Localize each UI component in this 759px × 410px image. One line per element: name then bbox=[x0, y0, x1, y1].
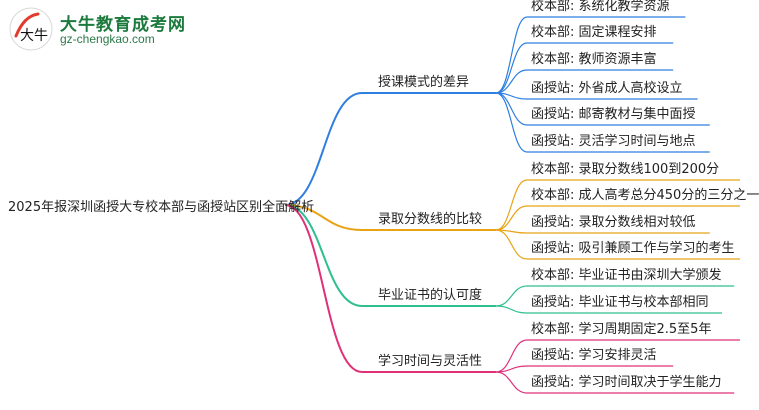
root-topic: 2025年报深圳函授大专校本部与函授站区别全面解析 bbox=[8, 200, 315, 215]
branch-connector bbox=[284, 204, 363, 307]
leaf-label: 校本部: 教师资源丰富 bbox=[531, 52, 657, 67]
leaf-label: 函授站: 毕业证书与校本部相同 bbox=[531, 295, 709, 310]
leaf-label: 函授站: 灵活学习时间与地点 bbox=[531, 134, 696, 149]
leaf-connector bbox=[495, 229, 528, 260]
leaf-connector bbox=[495, 69, 528, 94]
leaf-label: 函授站: 学习时间取决于学生能力 bbox=[531, 375, 722, 390]
logo-url: gz-chengkao.com bbox=[60, 32, 155, 46]
leaf-label: 函授站: 吸引兼顾工作与学习的考生 bbox=[531, 241, 735, 256]
logo-badge-icon: 大牛 bbox=[9, 7, 53, 51]
leaf-label: 校本部: 固定课程安排 bbox=[531, 25, 657, 40]
leaf-label: 函授站: 邮寄教材与集中面授 bbox=[531, 107, 696, 122]
branch-connector bbox=[284, 204, 363, 373]
branch-connector bbox=[284, 204, 363, 231]
branch-label: 录取分数线的比较 bbox=[378, 212, 483, 227]
leaf-connector bbox=[495, 371, 528, 394]
leaf-label: 函授站: 录取分数线相对较低 bbox=[531, 215, 696, 230]
branch-label: 授课模式的差异 bbox=[378, 75, 470, 90]
leaf-connector bbox=[495, 42, 528, 94]
leaf-connector bbox=[495, 179, 528, 231]
leaf-connector bbox=[495, 285, 528, 307]
leaf-label: 校本部: 毕业证书由深圳大学颁发 bbox=[531, 268, 722, 283]
logo-title: 大牛教育成考网 bbox=[60, 15, 186, 35]
leaf-label: 函授站: 学习安排灵活 bbox=[531, 348, 657, 363]
leaf-connector bbox=[495, 92, 528, 153]
branch-connector bbox=[284, 92, 363, 206]
site-logo[interactable]: 大牛 大牛教育成考网 gz-chengkao.com bbox=[8, 6, 185, 54]
leaf-connector bbox=[495, 339, 528, 373]
leaf-label: 校本部: 系统化教学资源 bbox=[531, 0, 670, 14]
leaf-connector bbox=[495, 305, 528, 314]
leaf-connector bbox=[495, 16, 528, 94]
leaf-label: 函授站: 外省成人高校设立 bbox=[531, 81, 683, 96]
svg-text:大牛: 大牛 bbox=[20, 28, 48, 44]
branch-label: 学习时间与灵活性 bbox=[378, 354, 483, 369]
leaf-connector bbox=[495, 205, 528, 231]
leaf-label: 校本部: 学习周期固定2.5至5年 bbox=[531, 322, 712, 337]
leaf-label: 校本部: 录取分数线100到200分 bbox=[531, 162, 720, 177]
leaf-label: 校本部: 成人高考总分450分的三分之一 bbox=[531, 188, 759, 203]
branch-label: 毕业证书的认可度 bbox=[378, 288, 483, 303]
